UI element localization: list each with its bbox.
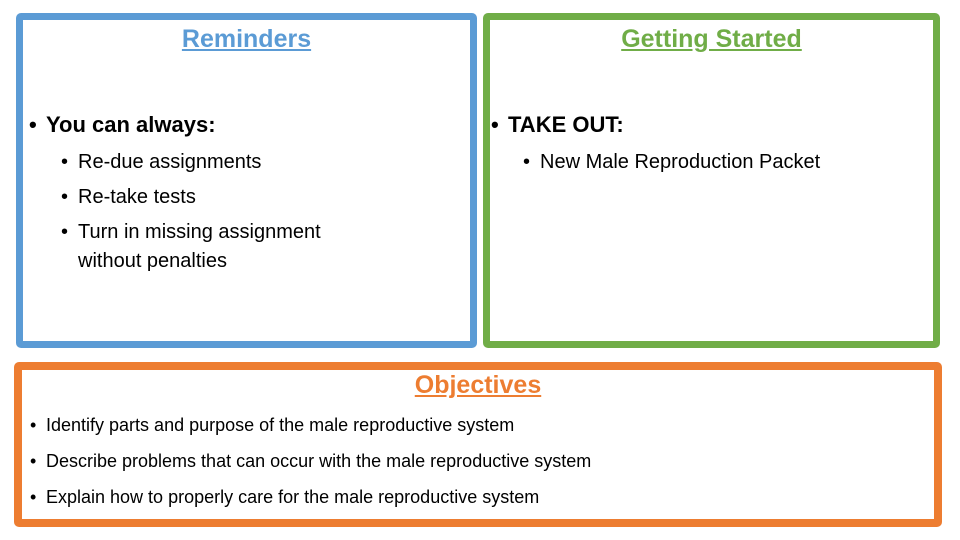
list-item: Explain how to properly care for the mal…	[30, 486, 934, 509]
reminders-panel: Reminders You can always: Re-due assignm…	[16, 13, 477, 348]
objectives-panel: Objectives Identify parts and purpose of…	[14, 362, 942, 527]
getting-started-sublist: New Male Reproduction Packet	[523, 148, 933, 177]
list-item: New Male Reproduction Packet	[523, 148, 933, 177]
getting-started-content: TAKE OUT: New Male Reproduction Packet	[490, 110, 933, 177]
objectives-list: Identify parts and purpose of the male r…	[22, 414, 934, 509]
getting-started-title: Getting Started	[621, 25, 802, 53]
list-item: Describe problems that can occur with th…	[30, 450, 934, 473]
reminders-lead-bullet: You can always:	[29, 110, 470, 140]
getting-started-panel: Getting Started TAKE OUT: New Male Repro…	[483, 13, 940, 348]
list-item: Re-take tests	[61, 183, 358, 212]
list-item: Re-due assignments	[61, 148, 358, 177]
reminders-content: You can always: Re-due assignments Re-ta…	[23, 110, 470, 276]
list-item: Identify parts and purpose of the male r…	[30, 414, 934, 437]
list-item: Turn in missing assignment without penal…	[61, 218, 358, 276]
reminders-title: Reminders	[181, 25, 312, 53]
objectives-title: Objectives	[414, 371, 542, 399]
getting-started-lead-bullet: TAKE OUT:	[491, 110, 933, 140]
reminders-sublist: Re-due assignments Re-take tests Turn in…	[61, 148, 470, 276]
